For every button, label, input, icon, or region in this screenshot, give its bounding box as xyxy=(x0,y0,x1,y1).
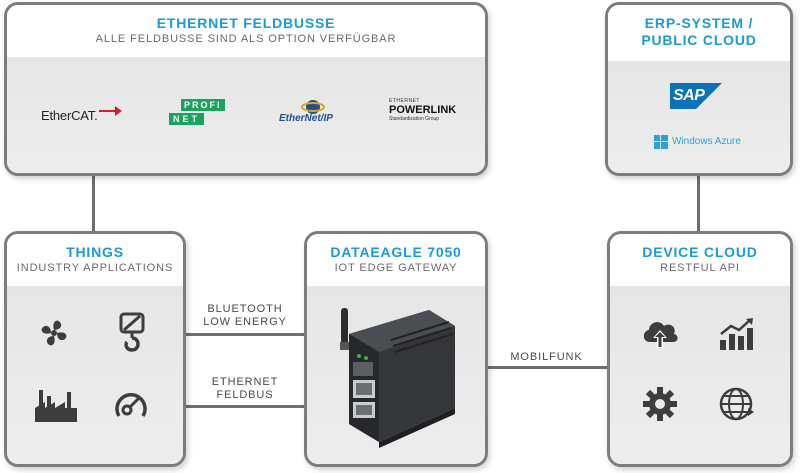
device-cloud-title: DEVICE CLOUD xyxy=(642,244,758,260)
mobilfunk-label: MOBILFUNK xyxy=(510,351,583,363)
fan-icon xyxy=(37,316,71,355)
connector-mobilfunk xyxy=(486,366,607,369)
gateway-subtitle: IOT EDGE GATEWAY xyxy=(334,262,458,274)
bluetooth-label: BLUETOOTH LOW ENERGY xyxy=(203,303,287,328)
gateway-title: DATAEAGLE 7050 xyxy=(330,244,462,260)
connector-ethernet xyxy=(186,405,304,408)
fieldbus-title: ETHERNET FELDBUSSE xyxy=(156,15,336,31)
ethernet-feldbus-label: ETHERNET FELDBUS xyxy=(211,376,279,401)
things-subtitle: INDUSTRY APPLICATIONS xyxy=(16,262,174,274)
powerlink-logo: ETHERNET POWERLINK Standardization Group xyxy=(389,98,457,122)
connector-bluetooth xyxy=(186,333,304,336)
bar-chart-icon xyxy=(718,316,756,357)
things-box: THINGS INDUSTRY APPLICATIONS xyxy=(4,231,186,467)
gateway-device-image xyxy=(333,304,459,455)
fieldbus-box: ETHERNET FELDBUSSE ALLE FELDBUSSE SIND A… xyxy=(4,2,488,176)
profinet-logo: PROFI NET xyxy=(169,99,229,129)
erp-title-line2: PUBLIC CLOUD xyxy=(641,32,757,48)
things-title: THINGS xyxy=(66,244,124,260)
device-cloud-subtitle: RESTFUL API xyxy=(660,262,740,274)
globe-icon xyxy=(718,386,756,427)
connector-erp-devicecloud xyxy=(697,175,700,231)
ethercat-logo: EtherCAT. xyxy=(41,106,131,127)
cloud-upload-icon xyxy=(640,316,680,355)
factory-icon xyxy=(35,386,77,427)
crane-hook-icon xyxy=(115,312,149,359)
sap-logo: SAP xyxy=(670,83,722,109)
erp-title-line1: ERP-SYSTEM / xyxy=(644,15,754,31)
device-cloud-box: DEVICE CLOUD RESTFUL API xyxy=(607,231,793,467)
ethernetip-logo: EtherNet/IP xyxy=(275,99,355,129)
gear-icon xyxy=(642,386,678,427)
gateway-box: DATAEAGLE 7050 IOT EDGE GATEWAY xyxy=(304,231,488,467)
gauge-icon xyxy=(113,386,149,425)
connector-fieldbus-things xyxy=(92,175,95,231)
fieldbus-subtitle: ALLE FELDBUSSE SIND ALS OPTION VERFÜGBAR xyxy=(95,33,397,45)
windows-azure-logo: Windows Azure xyxy=(654,135,764,151)
erp-box: ERP-SYSTEM / PUBLIC CLOUD SAP Windows Az… xyxy=(605,2,793,176)
